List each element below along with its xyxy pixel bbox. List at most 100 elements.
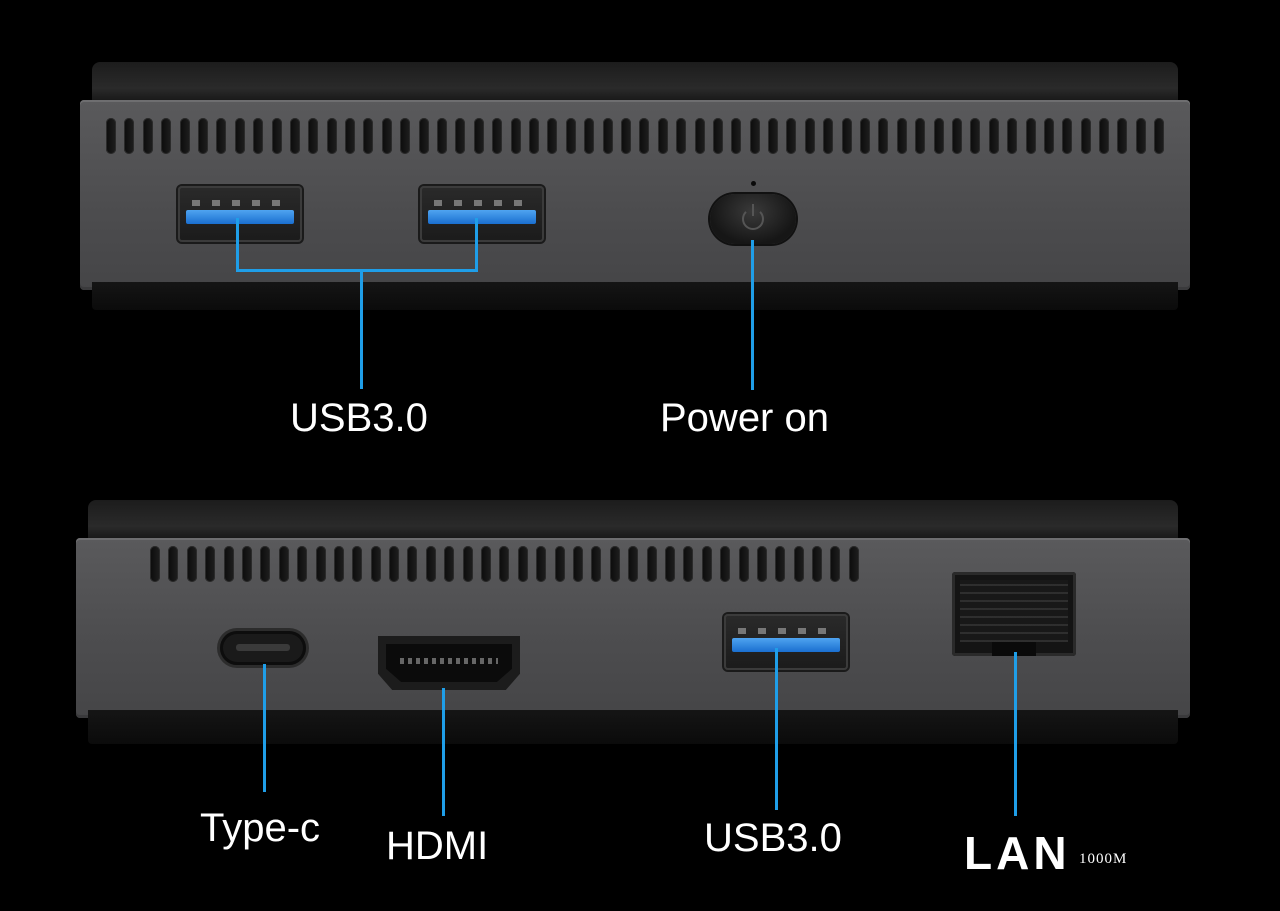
power-button — [710, 194, 796, 244]
vent-slot — [510, 118, 521, 154]
vent-slot — [639, 118, 650, 154]
vent-slot — [389, 546, 400, 582]
vent-slot — [823, 118, 834, 154]
vent-slot — [418, 118, 429, 154]
vent-slot — [352, 546, 363, 582]
usb-blue-tongue — [732, 638, 840, 652]
front-device-base — [92, 282, 1178, 310]
lan-port-latch-notch — [992, 642, 1036, 656]
vent-slot — [326, 118, 337, 154]
vent-slot — [1117, 118, 1128, 154]
rear-vent-grille — [150, 546, 859, 582]
front-device-lid — [92, 62, 1178, 106]
vent-slot — [602, 118, 613, 154]
power-icon-bar — [752, 204, 754, 216]
vent-slot — [179, 118, 190, 154]
label-lan: LAN — [964, 827, 1071, 879]
usb-pins — [738, 628, 834, 634]
vent-slot — [260, 546, 271, 582]
label-lan-speed: 1000M — [1079, 851, 1128, 867]
vent-slot — [150, 546, 160, 582]
usb-pins — [192, 200, 288, 206]
vent-slot — [528, 118, 539, 154]
vent-slot — [1099, 118, 1110, 154]
vent-slot — [425, 546, 436, 582]
vent-slot — [1062, 118, 1073, 154]
vent-slot — [951, 118, 962, 154]
vent-slot — [223, 546, 234, 582]
vent-slot — [676, 118, 687, 154]
vent-slot — [345, 118, 356, 154]
vent-slot — [738, 546, 749, 582]
vent-slot — [970, 118, 981, 154]
callout-line-type-c — [263, 664, 266, 792]
vent-slot — [308, 118, 319, 154]
vent-slot — [333, 546, 344, 582]
vent-slot — [278, 546, 289, 582]
vent-slot — [712, 118, 723, 154]
vent-slot — [289, 118, 300, 154]
vent-slot — [694, 118, 705, 154]
vent-slot — [620, 118, 631, 154]
front-vent-grille — [106, 118, 1165, 154]
vent-slot — [444, 546, 455, 582]
label-usb3-front: USB3.0 — [290, 396, 428, 440]
lan-port-cage — [960, 580, 1068, 642]
hdmi-port — [378, 636, 520, 690]
vent-slot — [407, 546, 418, 582]
power-led — [751, 181, 756, 186]
callout-line-usb-rear — [775, 648, 778, 810]
label-power-on: Power on — [660, 396, 829, 440]
rear-usb-port — [724, 614, 848, 670]
vent-slot — [363, 118, 374, 154]
vent-slot — [628, 546, 639, 582]
vent-slot — [572, 546, 583, 582]
vent-slot — [878, 118, 889, 154]
lan-port — [952, 572, 1076, 656]
vent-slot — [591, 546, 602, 582]
vent-slot — [370, 546, 381, 582]
label-type-c: Type-c — [200, 806, 321, 850]
vent-slot — [786, 118, 797, 154]
vent-slot — [683, 546, 694, 582]
front-usb-port-right — [420, 186, 544, 242]
usb-blue-tongue — [186, 210, 294, 224]
vent-slot — [462, 546, 473, 582]
hdmi-pins — [400, 658, 498, 664]
callout-line-power — [751, 240, 754, 390]
rear-device-lid — [88, 500, 1178, 544]
vent-slot — [437, 118, 448, 154]
vent-slot — [1007, 118, 1018, 154]
callout-line-lan — [1014, 652, 1017, 816]
vent-slot — [517, 546, 528, 582]
vent-slot — [860, 118, 871, 154]
vent-slot — [565, 118, 576, 154]
label-hdmi: HDMI — [386, 824, 489, 868]
vent-slot — [664, 546, 675, 582]
vent-slot — [841, 118, 852, 154]
vent-slot — [400, 118, 411, 154]
vent-slot — [297, 546, 308, 582]
callout-line-hdmi — [442, 688, 445, 816]
vent-slot — [646, 546, 657, 582]
vent-slot — [554, 546, 565, 582]
vent-slot — [1154, 118, 1165, 154]
callout-line-usb-left-vertical — [236, 218, 239, 272]
vent-slot — [499, 546, 510, 582]
vent-slot — [848, 546, 859, 582]
vent-slot — [731, 118, 742, 154]
vent-slot — [804, 118, 815, 154]
vent-slot — [205, 546, 216, 582]
vent-slot — [768, 118, 779, 154]
vent-slot — [812, 546, 823, 582]
vent-slot — [1025, 118, 1036, 154]
callout-line-usb-stem — [360, 269, 363, 389]
vent-slot — [168, 546, 179, 582]
vent-slot — [1080, 118, 1091, 154]
vent-slot — [793, 546, 804, 582]
vent-slot — [988, 118, 999, 154]
vent-slot — [473, 118, 484, 154]
vent-slot — [481, 546, 492, 582]
vent-slot — [142, 118, 153, 154]
vent-slot — [381, 118, 392, 154]
